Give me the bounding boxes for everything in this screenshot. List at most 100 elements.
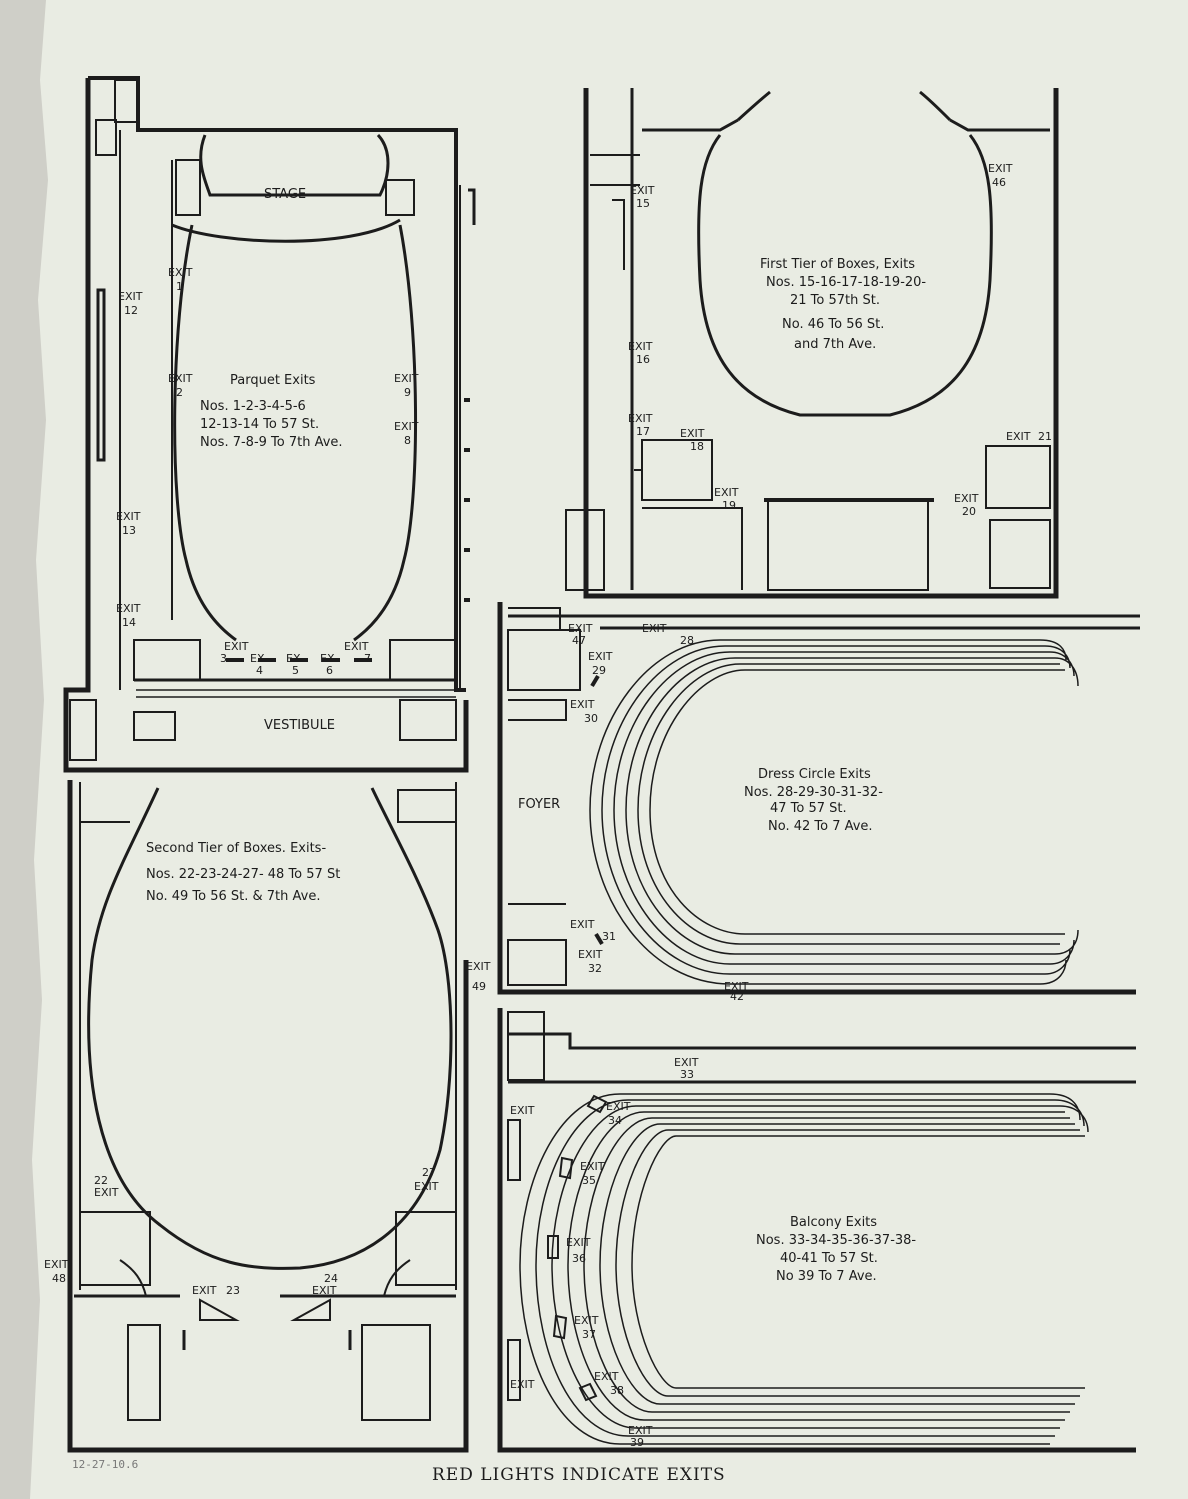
exit-label-word: EXIT — [168, 266, 193, 279]
exit-label-word: EXIT — [44, 1258, 69, 1271]
exit-label-word: EXIT — [224, 640, 249, 653]
exit-label-number: 5 — [292, 664, 299, 677]
exit-label-number: 33 — [680, 1068, 694, 1081]
first-tier-line-4: and 7th Ave. — [794, 337, 876, 352]
exit-label-word: EXIT — [628, 340, 653, 353]
exit-label-number: 19 — [722, 499, 736, 512]
balcony-title: Balcony Exits — [790, 1215, 877, 1230]
exit-label-number: 12 — [124, 304, 138, 317]
first-tier-line-1: Nos. 15-16-17-18-19-20- — [766, 275, 926, 290]
second-tier-line-2: No. 49 To 56 St. & 7th Ave. — [146, 889, 320, 904]
exit-label-number: 3 — [220, 652, 227, 665]
exit-label-word: EXIT — [628, 1424, 653, 1437]
exit-label-word: EX — [250, 652, 265, 665]
parquet-title: Parquet Exits — [230, 373, 316, 388]
exit-label-number: 24 — [324, 1272, 338, 1285]
exit-label-word: EXIT — [394, 420, 419, 433]
exit-label-word: EXIT — [510, 1378, 535, 1391]
exit-label-word: EXIT — [312, 1284, 337, 1297]
first-tier-line-2: 21 To 57th St. — [790, 293, 880, 308]
handwritten-note: 12-27-10.6 — [72, 1458, 138, 1471]
exit-label-number: 2 — [176, 386, 183, 399]
exit-label-number: 22 — [94, 1174, 108, 1187]
exit-label-number: 47 — [572, 634, 586, 647]
exit-label-word: EXIT — [594, 1370, 619, 1383]
dress-circle-exit-labels: EXIT 47 EXIT 28 EXIT 29 EXIT 30 EXIT 31 … — [568, 622, 749, 1003]
exit-label-word: EXIT — [570, 918, 595, 931]
balcony-rows — [519, 1093, 1089, 1445]
footer-caption: RED LIGHTS INDICATE EXITS — [432, 1465, 726, 1485]
exit-label-word: EXIT — [566, 1236, 591, 1249]
exit-label-number: 31 — [602, 930, 616, 943]
exit-label-word: EXIT — [118, 290, 143, 303]
exit-label-number: 15 — [636, 197, 650, 210]
exit-label-word: EXIT — [578, 948, 603, 961]
exit-label-number: 23 — [226, 1284, 240, 1297]
exit-label-word: EXIT — [954, 492, 979, 505]
exit-label-number: 48 — [52, 1272, 66, 1285]
exit-label-number: 34 — [608, 1114, 622, 1127]
parquet-line-2: 12-13-14 To 57 St. — [200, 417, 319, 432]
exit-label-word: EXIT — [568, 622, 593, 635]
floor-plans — [63, 76, 1140, 1453]
exit-label-number: 14 — [122, 616, 136, 629]
exit-label-word: EXIT — [988, 162, 1013, 175]
exit-label-number: 42 — [730, 990, 744, 1003]
vestibule-label: VESTIBULE — [264, 718, 335, 733]
exit-label-number: 27 — [422, 1166, 436, 1179]
exit-label-number: 32 — [588, 962, 602, 975]
exit-label-word: EXIT — [628, 412, 653, 425]
exit-label-number: 49 — [472, 980, 486, 993]
balcony-plan — [497, 1008, 1136, 1453]
balcony-line-1: Nos. 33-34-35-36-37-38- — [756, 1233, 916, 1248]
first-tier-title: First Tier of Boxes, Exits — [760, 257, 915, 272]
exit-label-number: 17 — [636, 425, 650, 438]
second-tier-plan — [67, 780, 469, 1453]
exit-label-number: 21 — [1038, 430, 1052, 443]
parquet-plan — [63, 76, 476, 773]
exit-label-word: EX — [286, 652, 301, 665]
exit-label-word: EXIT — [466, 960, 491, 973]
parquet-line-3: Nos. 7-8-9 To 7th Ave. — [200, 435, 343, 450]
exit-label-number: 46 — [992, 176, 1006, 189]
exit-label-word: EXIT — [510, 1104, 535, 1117]
exit-label-number: 8 — [404, 434, 411, 447]
exit-label-number: 6 — [326, 664, 333, 677]
exit-label-number: 35 — [582, 1174, 596, 1187]
exit-label-word: EXIT — [674, 1056, 699, 1069]
dress-circle-plan — [497, 602, 1140, 995]
exit-label-number: 1 — [176, 280, 183, 293]
exit-label-word: EXIT — [588, 650, 613, 663]
exit-label-number: 28 — [680, 634, 694, 647]
exit-label-word: EXIT — [630, 184, 655, 197]
exit-label-number: 16 — [636, 353, 650, 366]
exit-label-word: EXIT — [724, 980, 749, 993]
dress-circle-line-1: Nos. 28-29-30-31-32- — [744, 785, 883, 800]
exit-label-number: 37 — [582, 1328, 596, 1341]
dress-circle-title: Dress Circle Exits — [758, 767, 871, 782]
dress-circle-line-3: No. 42 To 7 Ave. — [768, 819, 873, 834]
parquet-exit-labels: EXIT 1 EXIT 2 EXIT 3 EX 4 EX 5 EX 6 EXIT… — [116, 266, 419, 677]
second-tier-exit-labels: EXIT 22 EXIT 23 EXIT 24 EXIT 27 EXIT 48 … — [44, 960, 491, 1297]
stage-label: STAGE — [264, 187, 306, 202]
torn-edge — [0, 0, 48, 1499]
exit-label-word: EXIT — [94, 1186, 119, 1199]
exit-label-word: EXIT — [580, 1160, 605, 1173]
exit-label-number: 7 — [364, 652, 371, 665]
exit-label-word: EXIT — [394, 372, 419, 385]
exit-label-word: EXIT — [574, 1314, 599, 1327]
exit-label-word: EXIT — [680, 427, 705, 440]
foyer-label: FOYER — [518, 797, 560, 812]
exit-label-word: EX — [320, 652, 335, 665]
exit-label-number: 36 — [572, 1252, 586, 1265]
dress-circle-line-2: 47 To 57 St. — [770, 801, 847, 816]
exit-label-number: 18 — [690, 440, 704, 453]
exit-label-word: EXIT — [570, 698, 595, 711]
exit-label-word: EXIT — [116, 510, 141, 523]
exit-label-word: EXIT — [714, 486, 739, 499]
exit-label-word: EXIT — [192, 1284, 217, 1297]
exit-label-number: 20 — [962, 505, 976, 518]
exit-label-number: 39 — [630, 1436, 644, 1449]
